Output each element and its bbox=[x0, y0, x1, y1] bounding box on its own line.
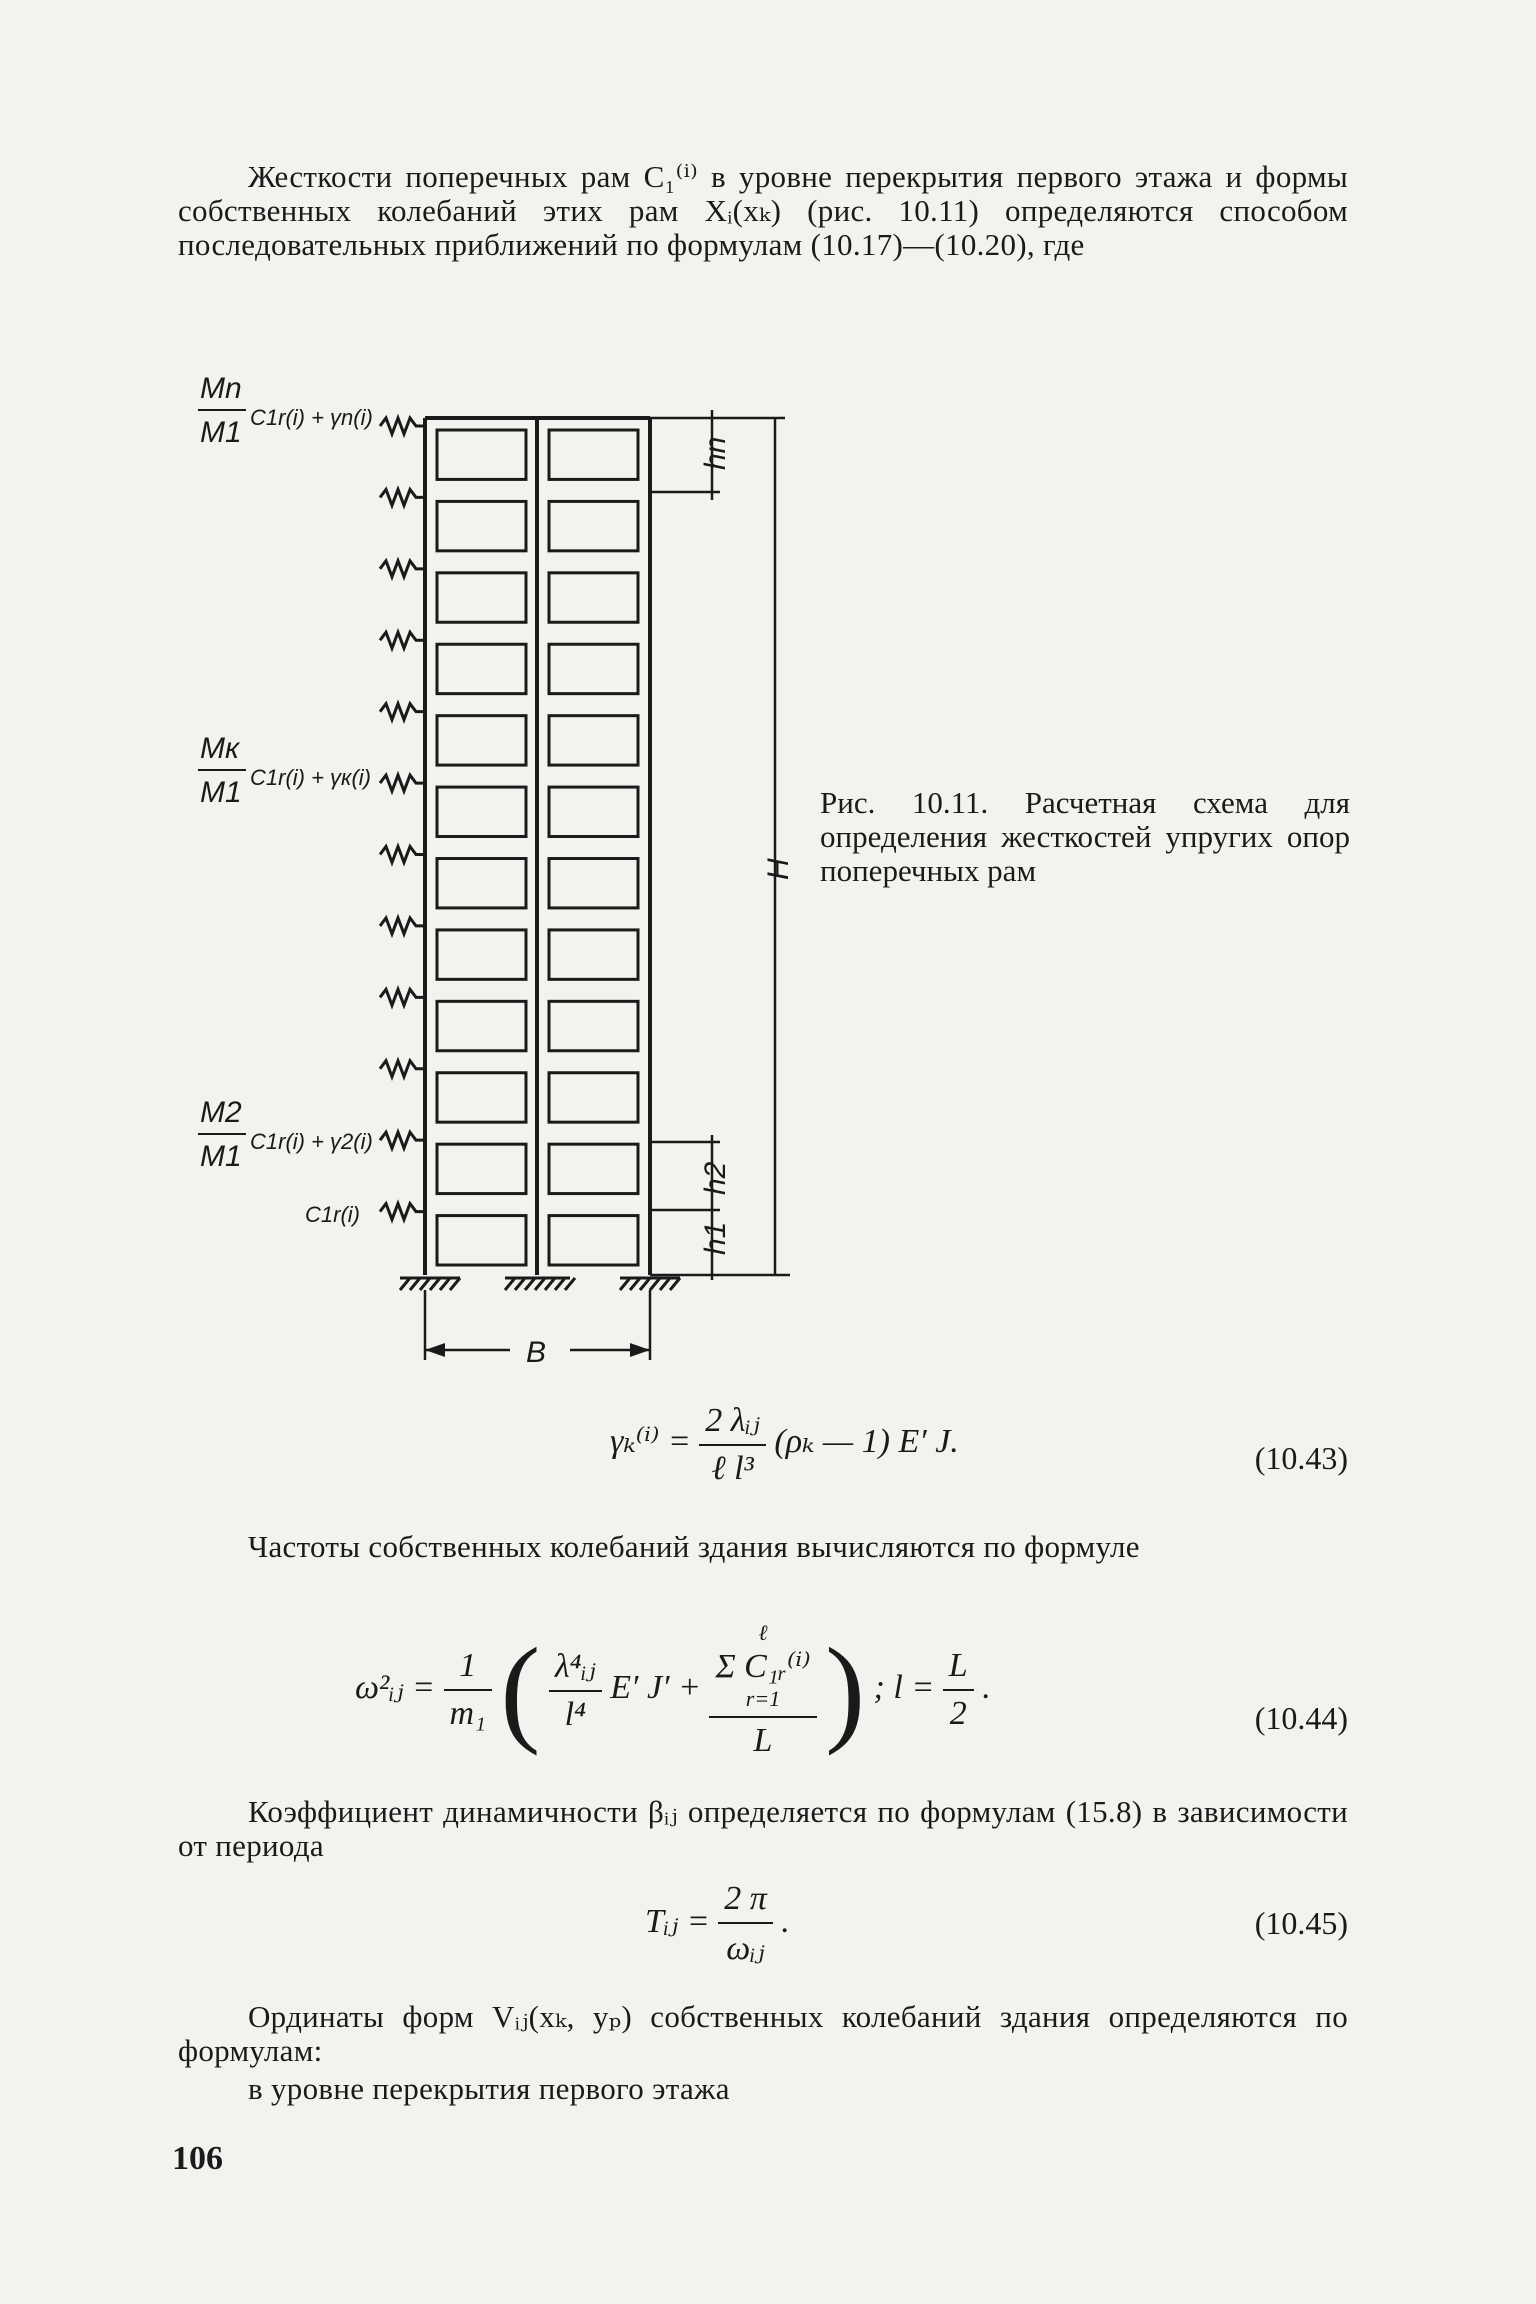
spring-icon bbox=[378, 413, 425, 439]
paragraph-ordinates: Ординаты форм Vᵢⱼ(xₖ, yₚ) собственных ко… bbox=[178, 1999, 1348, 2068]
floor-cell bbox=[547, 714, 640, 767]
floor-cell bbox=[435, 1071, 528, 1124]
hatch-mark bbox=[618, 1277, 632, 1291]
mid-term: C1r(i) + γк(i) bbox=[250, 765, 371, 790]
floor-cell bbox=[547, 1071, 640, 1124]
floor-cell bbox=[435, 642, 528, 696]
eq-number-10-45: (10.45) bbox=[1254, 1905, 1348, 1941]
spring-supports bbox=[378, 413, 425, 1224]
hatch-mark bbox=[398, 1277, 412, 1291]
eq-number-10-44: (10.44) bbox=[1254, 1700, 1348, 1736]
figure-caption: Рис. 10.11. Расчетная схема для определе… bbox=[820, 785, 1350, 888]
floor-cell bbox=[435, 499, 528, 553]
spring-icon bbox=[378, 913, 425, 939]
spring-icon bbox=[378, 699, 425, 724]
paragraph-frequencies: Частоты собственных колебаний здания выч… bbox=[248, 1529, 1140, 1564]
floor-cell bbox=[435, 428, 528, 481]
floor-cell bbox=[435, 1214, 528, 1267]
spring-icon bbox=[378, 627, 425, 653]
dimension-arrows bbox=[425, 1343, 650, 1357]
floor-cell bbox=[547, 999, 640, 1053]
ground-hatching bbox=[398, 1276, 682, 1291]
spring-icon bbox=[378, 985, 425, 1010]
floor-cell bbox=[435, 714, 528, 767]
eq-number-10-43: (10.43) bbox=[1254, 1440, 1348, 1476]
hatch-mark bbox=[503, 1277, 517, 1291]
base-term: C1r(i) bbox=[305, 1202, 360, 1227]
floor-cell bbox=[435, 999, 528, 1053]
floor-cell bbox=[547, 1214, 640, 1267]
spring-icon bbox=[378, 770, 425, 796]
spring-icon bbox=[378, 556, 425, 582]
hatch-mark bbox=[658, 1277, 672, 1291]
floor-cell bbox=[547, 642, 640, 696]
hatch-mark bbox=[533, 1277, 547, 1291]
hatch-mark bbox=[638, 1277, 652, 1291]
floor-cell bbox=[435, 785, 528, 838]
hatch-mark bbox=[543, 1277, 557, 1291]
low-ratio-den: M1 bbox=[200, 1140, 242, 1173]
label-hn: hn bbox=[699, 437, 732, 470]
low-term: C1r(i) + γ2(i) bbox=[250, 1129, 373, 1154]
label-H: H bbox=[762, 858, 795, 880]
floor-cells bbox=[435, 428, 640, 1267]
mid-ratio-den: M1 bbox=[200, 776, 242, 809]
floor-cell bbox=[435, 1142, 528, 1196]
hatch-mark bbox=[523, 1277, 537, 1291]
hatch-mark bbox=[628, 1277, 642, 1291]
floor-cell bbox=[435, 571, 528, 624]
label-B: B bbox=[526, 1336, 546, 1369]
hatch-mark bbox=[428, 1277, 442, 1291]
low-ratio-num: M2 bbox=[200, 1096, 242, 1129]
spring-icon bbox=[378, 1127, 425, 1153]
hatch-mark bbox=[513, 1277, 527, 1291]
floor-cell bbox=[547, 499, 640, 553]
hatch-mark bbox=[668, 1277, 682, 1291]
hatch-mark bbox=[563, 1277, 577, 1291]
floor-cell bbox=[547, 857, 640, 910]
paragraph-dynamic-coefficient: Коэффициент динамичности βᵢⱼ определяетс… bbox=[178, 1794, 1348, 1863]
floor-cell bbox=[547, 428, 640, 481]
floor-cell bbox=[435, 857, 528, 910]
floor-cell bbox=[547, 571, 640, 624]
paragraph-first-floor: в уровне перекрытия первого этажа bbox=[248, 2071, 730, 2106]
mid-ratio-num: Mк bbox=[200, 732, 241, 765]
spring-icon bbox=[378, 1199, 425, 1224]
floor-cell bbox=[547, 785, 640, 838]
floor-cell bbox=[435, 928, 528, 981]
hatch-mark bbox=[553, 1277, 567, 1291]
hatch-mark bbox=[438, 1277, 452, 1291]
paragraph-intro: Жесткости поперечных рам C₁⁽ⁱ⁾ в уровне … bbox=[178, 159, 1348, 262]
hatch-mark bbox=[648, 1277, 662, 1291]
top-ratio-num: Mn bbox=[200, 372, 242, 405]
top-term: C1r(i) + γn(i) bbox=[250, 405, 373, 430]
dimension-lines bbox=[423, 410, 790, 1360]
frame-structure bbox=[423, 416, 652, 1275]
hatch-mark bbox=[408, 1277, 422, 1291]
floor-cell bbox=[547, 928, 640, 981]
floor-cell bbox=[547, 1142, 640, 1196]
hatch-mark bbox=[448, 1277, 462, 1291]
page-number: 106 bbox=[172, 2140, 223, 2177]
spring-icon bbox=[378, 485, 425, 510]
spring-icon bbox=[378, 842, 425, 867]
spring-icon bbox=[378, 1056, 425, 1082]
top-ratio-den: M1 bbox=[200, 416, 242, 449]
label-h2: h2 bbox=[699, 1161, 732, 1195]
hatch-mark bbox=[418, 1277, 432, 1291]
label-h1: h1 bbox=[699, 1222, 732, 1255]
